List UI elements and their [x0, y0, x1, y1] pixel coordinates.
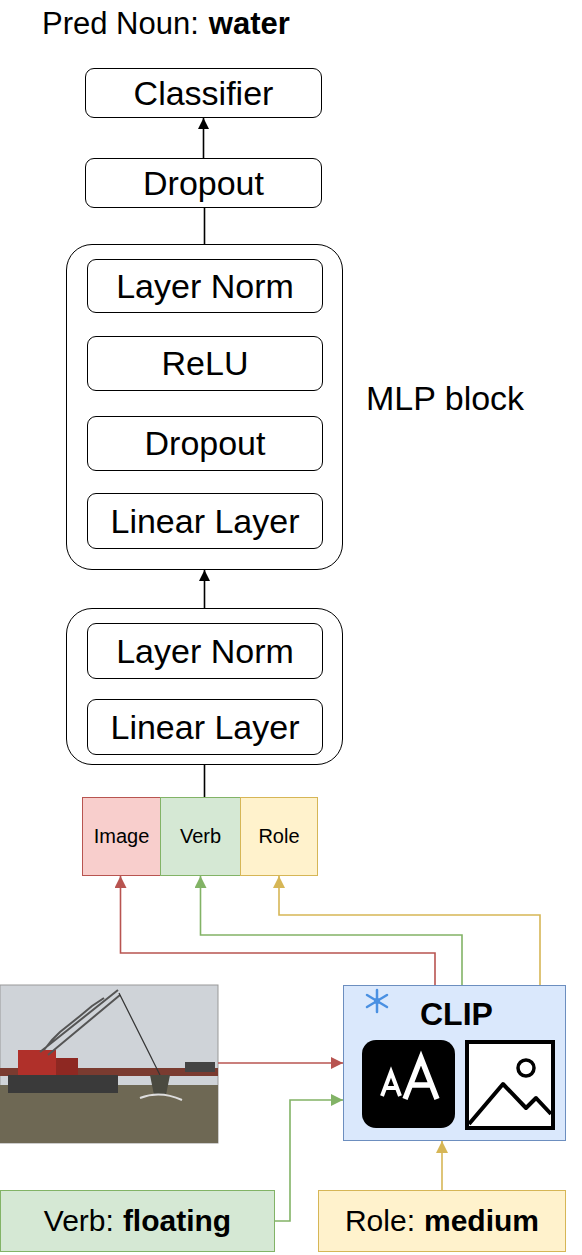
node-text: Dropout	[143, 164, 264, 203]
node-text: Verb:	[44, 1204, 114, 1238]
dropout-box: Dropout	[85, 158, 322, 208]
node-text: CLIP	[420, 996, 493, 1033]
group-heading: MLP block	[366, 379, 524, 418]
prediction-heading: Pred Noun: water	[42, 6, 290, 42]
classifier-box: Classifier	[85, 68, 322, 118]
linear-layer-box: Linear Layer	[87, 493, 323, 549]
photo-crane-body	[18, 1050, 56, 1075]
photo-to-clip-arrow	[218, 1062, 343, 1064]
clip-encoder-box: CLIP	[343, 985, 566, 1141]
photo-crane-cab	[56, 1058, 78, 1075]
photo-sky	[0, 985, 218, 1143]
photo-splash	[140, 1094, 182, 1100]
heading-text: Pred Noun:	[42, 6, 199, 42]
node-text: Dropout	[145, 424, 266, 463]
mlp-block-group: MLP blockLayer NormReLUDropoutLinear Lay…	[66, 244, 343, 570]
node-text: Linear Layer	[110, 708, 299, 747]
photo-water	[0, 1085, 218, 1143]
role-feature-box: Role	[240, 797, 318, 876]
photo-grab-bucket	[150, 1075, 170, 1095]
connector-arrow	[201, 876, 463, 985]
connector-arrow	[121, 876, 436, 985]
node-text: Role:	[345, 1204, 415, 1238]
node-text: ReLU	[162, 344, 249, 383]
node-text: Layer Norm	[116, 267, 294, 306]
connector-arrow	[204, 570, 206, 608]
connector-arrow	[441, 1141, 443, 1190]
role-input-box: Role: medium	[318, 1190, 566, 1252]
node-text: Linear Layer	[110, 502, 299, 541]
image-feature-box: Image	[82, 797, 161, 876]
input-photo	[0, 985, 218, 1143]
node-text: Role	[258, 825, 299, 848]
node-text: Layer Norm	[116, 632, 294, 671]
heading-text: water	[209, 6, 290, 42]
photo-crane-cable	[119, 993, 160, 1075]
photo-tug	[185, 1062, 215, 1072]
layer-norm-box: Layer Norm	[87, 259, 323, 313]
projection-group: Layer NormLinear Layer	[66, 608, 343, 765]
verb-feature-box: Verb	[160, 797, 241, 876]
connector-arrow	[279, 876, 540, 985]
node-text: Classifier	[134, 74, 274, 113]
photo-shore	[0, 1068, 218, 1076]
verb-input-box: Verb: floating	[0, 1190, 275, 1252]
layer-norm-box: Layer Norm	[87, 623, 323, 679]
connector-arrow	[203, 118, 205, 158]
photo-crane-boom	[40, 990, 120, 1055]
linear-layer-box: Linear Layer	[87, 699, 323, 755]
node-text: Verb	[180, 825, 221, 848]
connector-arrow	[204, 765, 206, 797]
dropout-box: Dropout	[87, 416, 323, 471]
node-text: floating	[123, 1204, 231, 1238]
node-text: medium	[424, 1204, 539, 1238]
photo-barge	[8, 1075, 118, 1093]
node-text: Image	[94, 825, 150, 848]
connector-arrow	[204, 208, 206, 244]
relu-box: ReLU	[87, 336, 323, 391]
